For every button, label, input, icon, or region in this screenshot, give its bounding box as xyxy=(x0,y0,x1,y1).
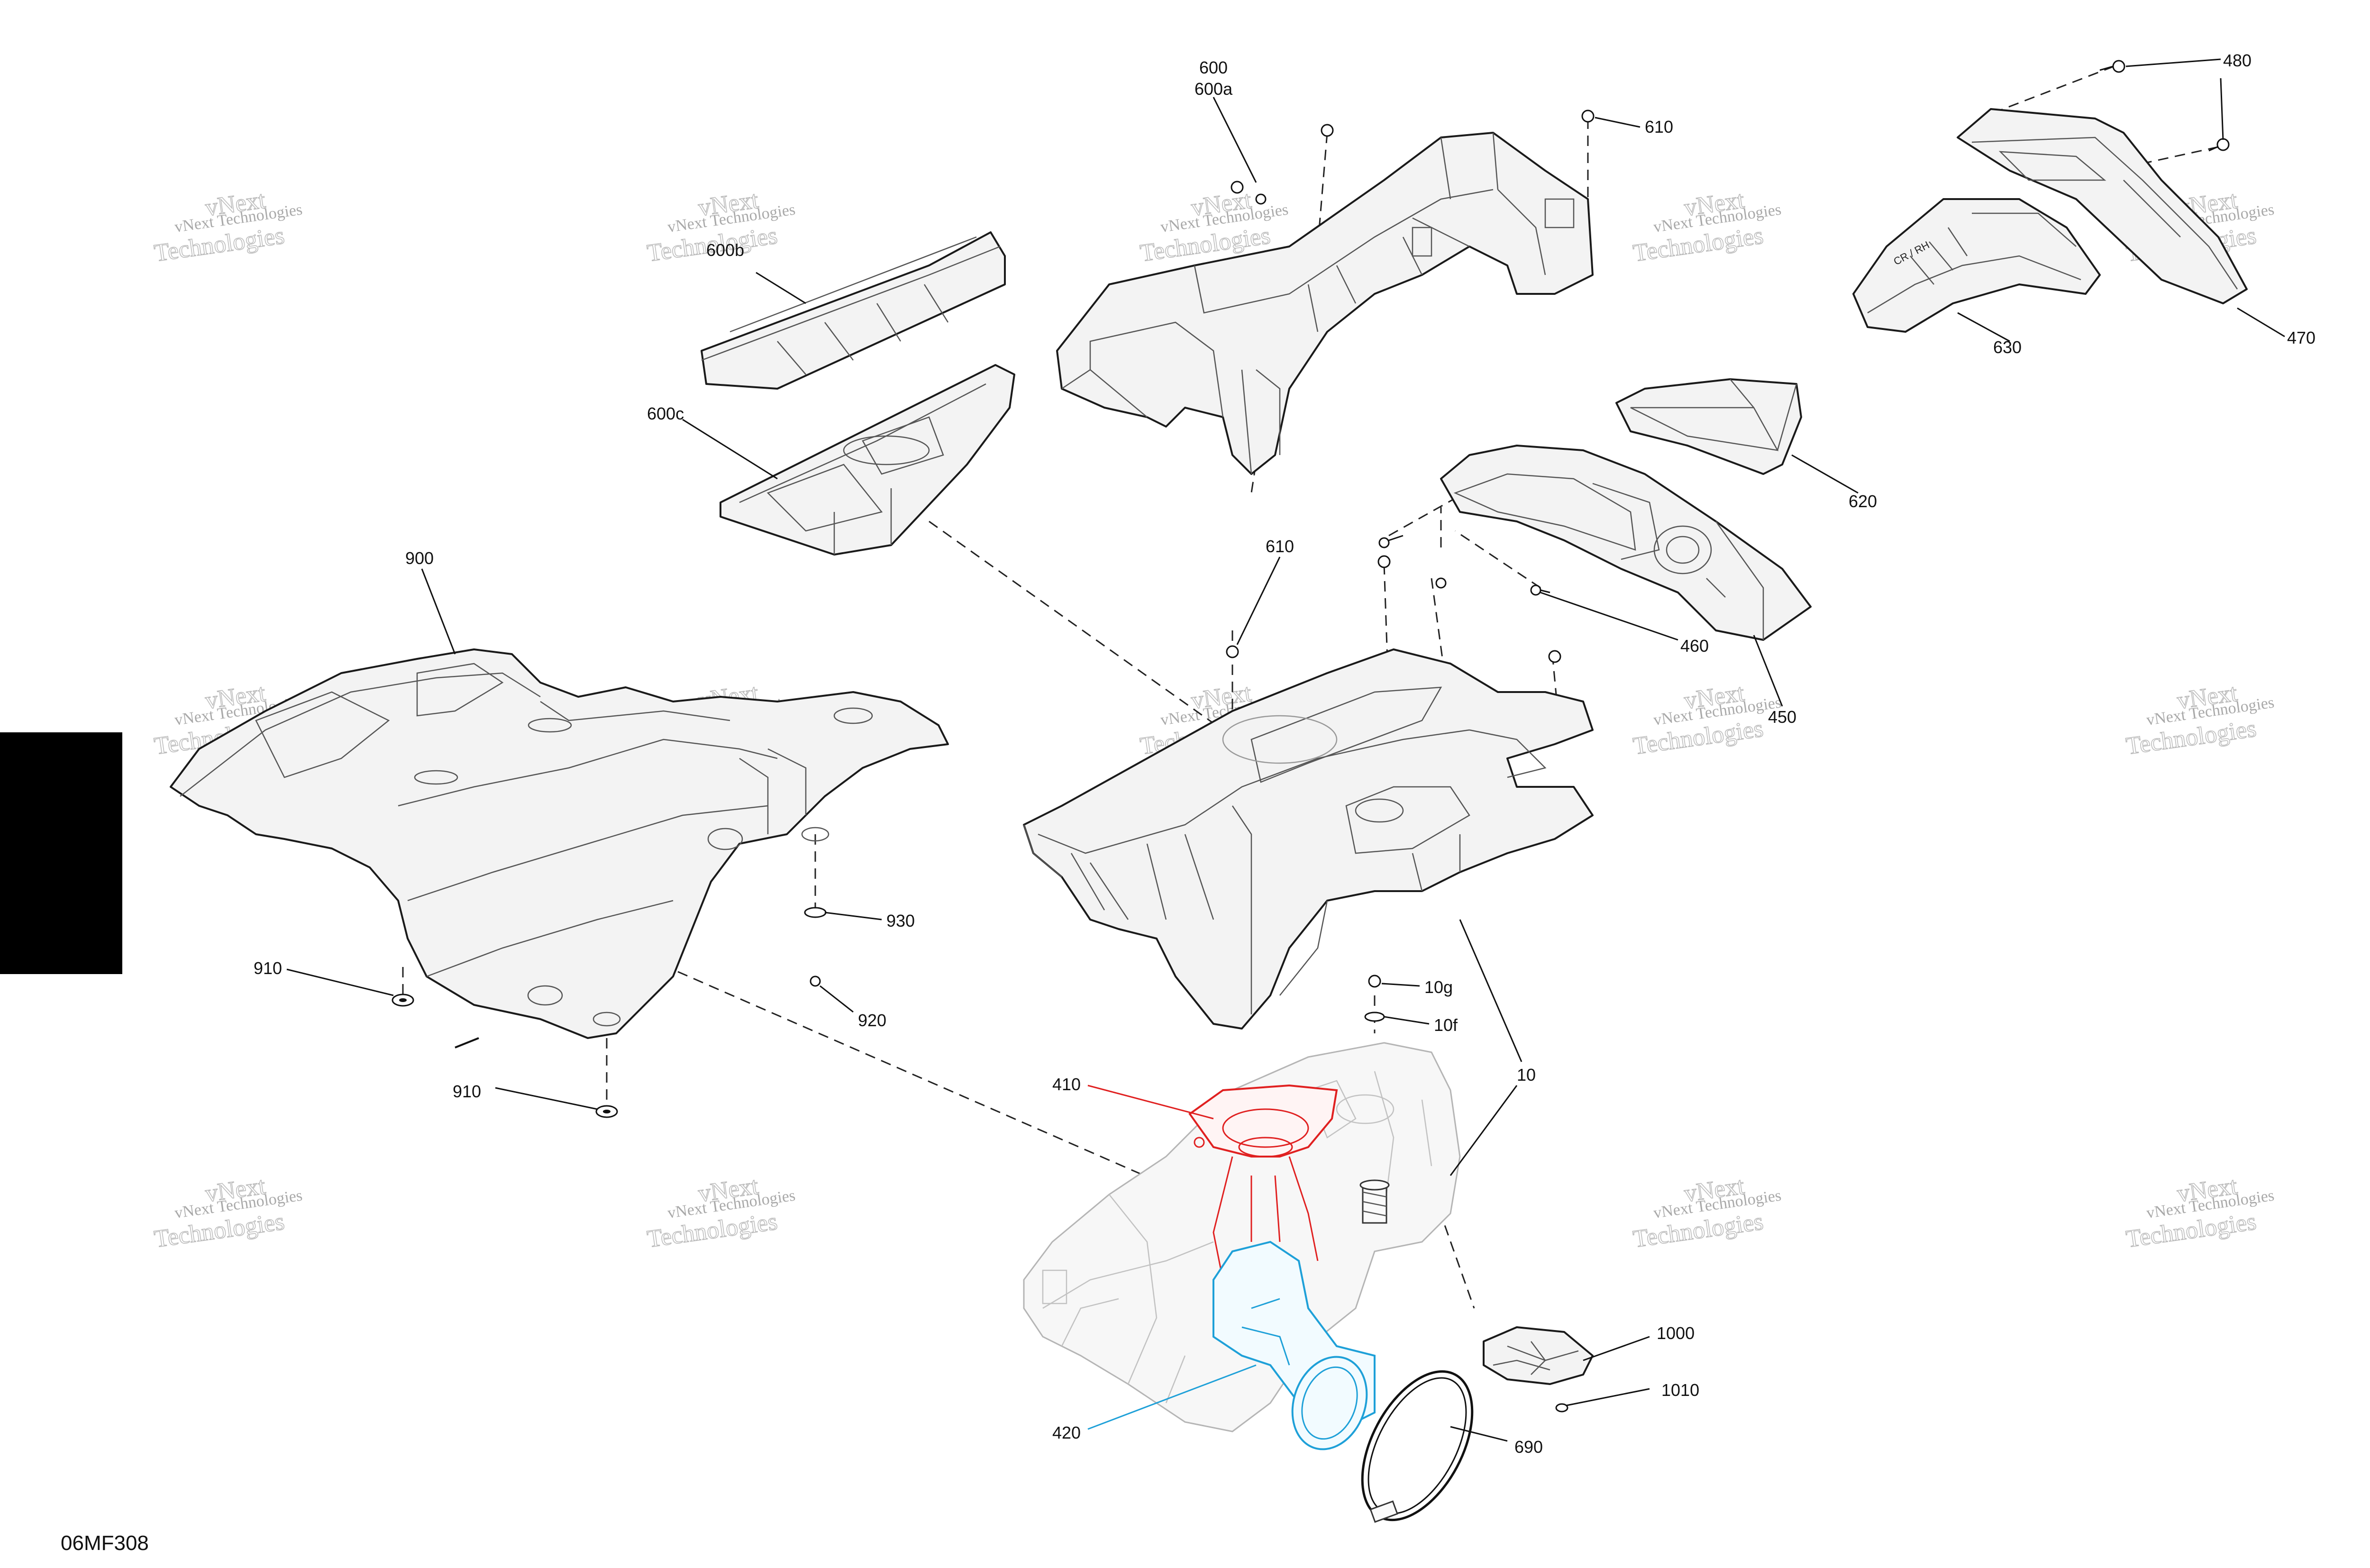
callout-labels: 600 600a 600b 600c 610 610 480 470 630 6… xyxy=(254,51,2315,1457)
part-10-console-body xyxy=(1023,648,1594,1030)
watermark: vNext vNext Technologies Technologies xyxy=(2124,1172,2275,1253)
watermark: vNext vNext Technologies Technologies xyxy=(152,186,303,267)
watermark: vNext vNext Technologies Technologies xyxy=(152,1172,303,1253)
callout-610-mid: 610 xyxy=(1266,537,1294,556)
callout-1010: 1010 xyxy=(1661,1380,1699,1400)
part-630-side-panel: CR / RH xyxy=(1852,198,2101,333)
callout-600c: 600c xyxy=(647,404,684,423)
screw-600-a xyxy=(1321,124,1334,137)
watermark: vNext vNext Technologies Technologies xyxy=(2124,679,2275,760)
watermark: vNext vNext Technologies Technologies xyxy=(1631,1172,1782,1253)
screw-450-a xyxy=(1377,555,1391,568)
watermark: vNext vNext Technologies Technologies xyxy=(1631,679,1782,760)
watermark: vNext vNext Technologies Technologies xyxy=(1631,186,1782,267)
callout-610-top: 610 xyxy=(1645,117,1673,137)
screw-600-c xyxy=(1255,193,1267,205)
callout-690: 690 xyxy=(1514,1437,1543,1457)
callout-910-b: 910 xyxy=(453,1082,481,1101)
callout-420: 420 xyxy=(1052,1423,1081,1442)
callout-10f: 10f xyxy=(1434,1015,1458,1035)
callout-930: 930 xyxy=(886,911,915,930)
part-620-grille xyxy=(1615,378,1802,475)
nut-1010 xyxy=(1555,1403,1568,1413)
part-600-upper-console xyxy=(1056,132,1594,475)
screw-450-c xyxy=(1548,650,1561,663)
callout-410: 410 xyxy=(1052,1075,1081,1094)
watermark: vNext vNext Technologies Technologies xyxy=(645,1172,796,1253)
callout-470: 470 xyxy=(2287,328,2315,347)
part-600b-cushion xyxy=(701,231,1006,390)
part-900-skid-plate xyxy=(170,648,949,1039)
callout-620: 620 xyxy=(1849,492,1877,511)
screw-610-top xyxy=(1581,109,1595,123)
screw-450-b xyxy=(1435,577,1447,589)
screw-10g xyxy=(1368,975,1381,988)
callout-920: 920 xyxy=(858,1011,886,1030)
part-410-funnel xyxy=(1188,1084,1338,1280)
leader-lines xyxy=(286,58,2285,1442)
figure-id: 06MF308 xyxy=(61,1532,149,1555)
part-450-front-panel xyxy=(1440,445,1812,641)
callout-600b: 600b xyxy=(706,240,744,260)
screw-920 xyxy=(810,975,821,987)
screw-460-b xyxy=(1530,584,1550,596)
washer-910a xyxy=(392,994,414,1007)
screw-480a xyxy=(2099,60,2125,73)
screw-610-mid xyxy=(1226,645,1239,658)
part-600c-frame xyxy=(720,364,1015,556)
callout-600a: 600a xyxy=(1194,79,1233,99)
callout-460: 460 xyxy=(1680,636,1709,656)
washer-10f xyxy=(1364,1012,1385,1022)
callout-450: 450 xyxy=(1768,707,1796,727)
screw-460-a xyxy=(1378,535,1404,548)
section-tab xyxy=(0,732,122,974)
callout-10g: 10g xyxy=(1424,977,1453,997)
fasteners xyxy=(392,60,2230,1413)
part-420-duct xyxy=(1212,1240,1376,1450)
part-1000-cap xyxy=(1483,1326,1594,1385)
screw-480b xyxy=(2208,138,2230,152)
spring-mount xyxy=(1359,1179,1390,1224)
screw-600-b xyxy=(1231,181,1244,194)
washer-910b xyxy=(595,1105,618,1118)
part-690-clamp xyxy=(1361,1370,1474,1523)
watermark: vNext vNext Technologies Technologies xyxy=(1138,186,1289,267)
callout-1000: 1000 xyxy=(1657,1323,1695,1343)
pin-900 xyxy=(455,1037,479,1048)
washer-930 xyxy=(804,907,827,918)
callout-600: 600 xyxy=(1199,58,1228,77)
callout-900: 900 xyxy=(405,548,434,568)
callout-630: 630 xyxy=(1993,337,2022,357)
part-470-side-panel xyxy=(1957,108,2248,304)
watermark: vNext vNext Technologies Technologies xyxy=(645,186,796,267)
callout-10: 10 xyxy=(1517,1065,1536,1085)
callout-480: 480 xyxy=(2223,51,2252,70)
callout-910-a: 910 xyxy=(254,958,282,978)
